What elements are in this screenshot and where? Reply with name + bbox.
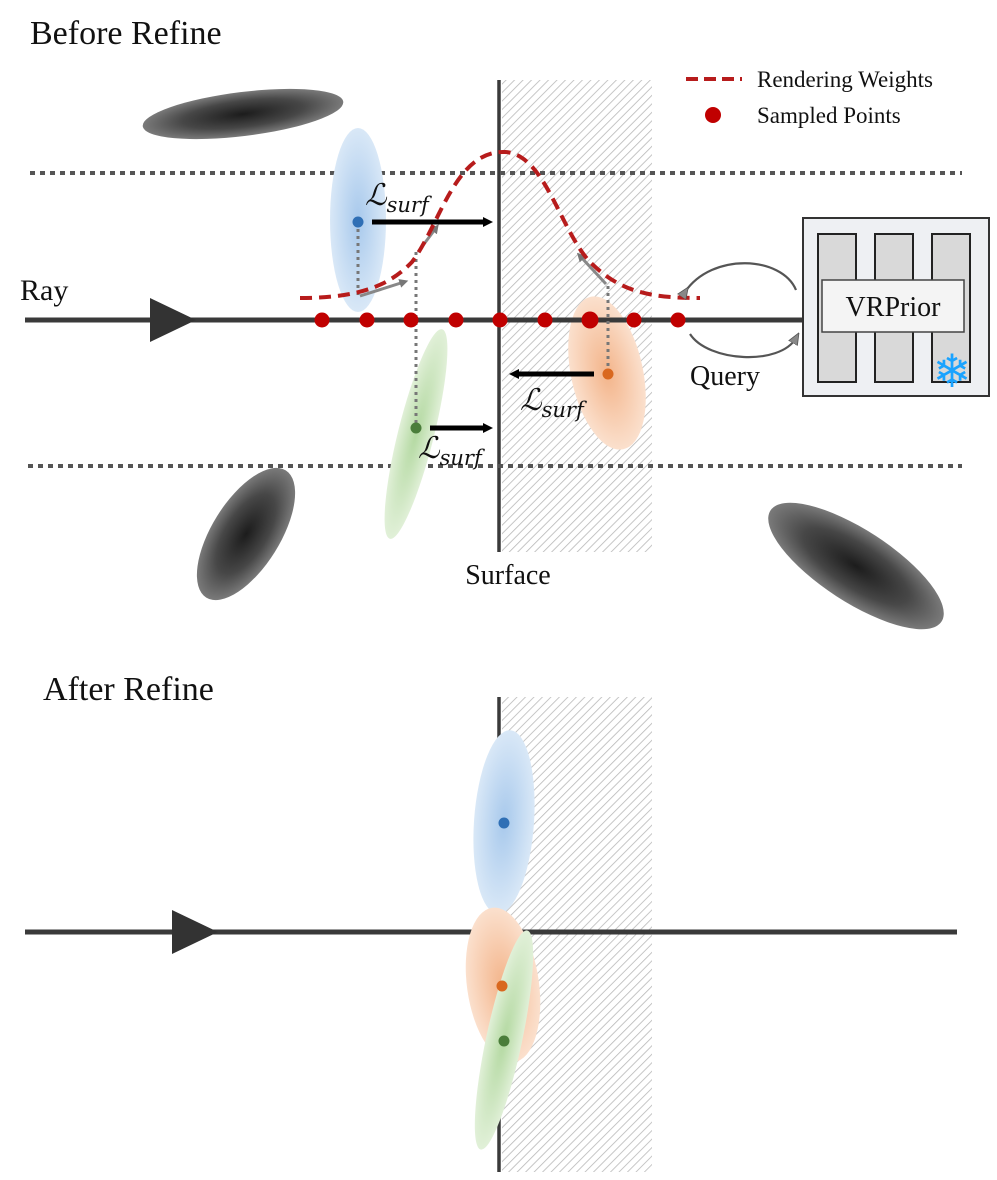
- query-label: Query: [690, 361, 760, 392]
- sampled-point: [581, 311, 599, 329]
- before-title: Before Refine: [30, 15, 222, 52]
- grad-arrow-3: [576, 252, 608, 286]
- after-title: After Refine: [43, 671, 214, 708]
- surface-label: Surface: [465, 560, 551, 591]
- gaussian-dark-2: [196, 467, 296, 601]
- rendering-weights-curve: [299, 149, 701, 300]
- after-center-green: [498, 1035, 510, 1047]
- after-ray-arrow-icon: [172, 910, 218, 954]
- gaussian-dark-3: [768, 502, 944, 630]
- gaussian-dark-1: [142, 88, 344, 140]
- sampled-point: [626, 312, 642, 328]
- sampled-point: [537, 312, 553, 328]
- sampled-point: [314, 312, 330, 328]
- legend-samples-label: Sampled Points: [757, 103, 901, 128]
- sampled-point: [448, 312, 464, 328]
- query-return-arrow: [685, 262, 798, 292]
- legend-weights-label: Rendering Weights: [757, 67, 933, 92]
- ray-label: Ray: [20, 274, 68, 307]
- loss-label-green: ℒsurf: [418, 431, 485, 470]
- after-center-orange: [496, 980, 508, 992]
- legend-samples-swatch: [705, 107, 721, 123]
- snowflake-icon: ❄: [933, 344, 972, 398]
- ray-arrow-icon: [150, 298, 196, 342]
- sampled-point: [492, 312, 508, 328]
- query-send-arrow: [689, 334, 796, 359]
- gaussian-green: [384, 329, 448, 539]
- center-orange: [602, 368, 614, 380]
- sampled-point: [403, 312, 419, 328]
- center-blue: [352, 216, 364, 228]
- loss-label-orange: ℒsurf: [520, 383, 587, 422]
- sampled-point: [670, 312, 686, 328]
- loss-label-blue: ℒsurf: [365, 178, 432, 217]
- grad-arrow-1: [359, 279, 409, 298]
- sampled-points: [314, 311, 686, 329]
- center-green: [410, 422, 422, 434]
- vrprior-label-box: [821, 279, 965, 333]
- sampled-point: [359, 312, 375, 328]
- vrprior-label: VRPrior: [846, 292, 942, 323]
- after-center-blue: [498, 817, 510, 829]
